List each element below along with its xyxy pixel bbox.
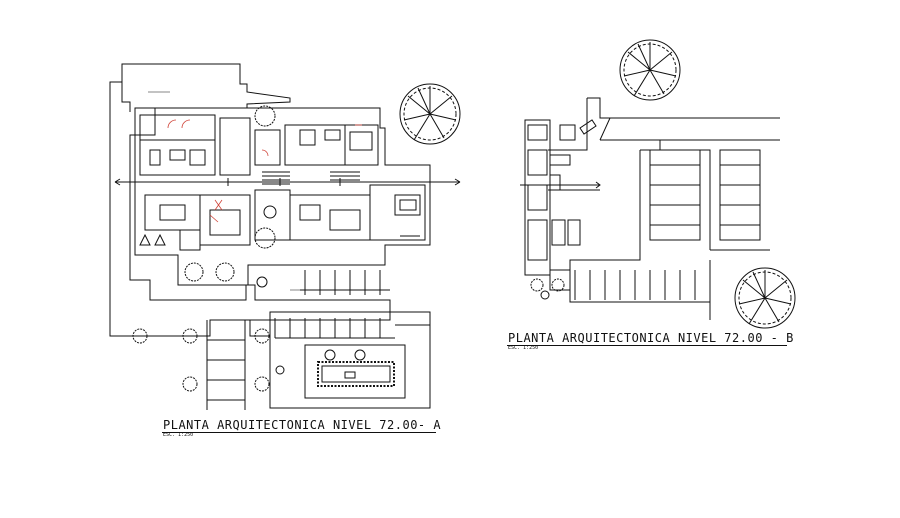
plan-a-title: PLANTA ARQUITECTONICA NIVEL 72.00- A bbox=[163, 418, 442, 432]
plan-b-title-underline bbox=[507, 345, 787, 346]
plan-a-scale: ESC. 1:250 bbox=[163, 432, 194, 438]
tree-icon bbox=[399, 83, 461, 145]
pool bbox=[317, 361, 395, 387]
plan-b-title: PLANTA ARQUITECTONICA NIVEL 72.00 - B bbox=[508, 331, 794, 345]
door-swings bbox=[167, 119, 362, 223]
plan-b bbox=[520, 39, 796, 329]
plan-b-scale: ESC. 1:250 bbox=[508, 345, 539, 351]
plan-a bbox=[109, 63, 461, 410]
plan-a-title-underline bbox=[162, 432, 436, 433]
tree-icon bbox=[619, 39, 681, 101]
tree-icon bbox=[734, 267, 796, 329]
